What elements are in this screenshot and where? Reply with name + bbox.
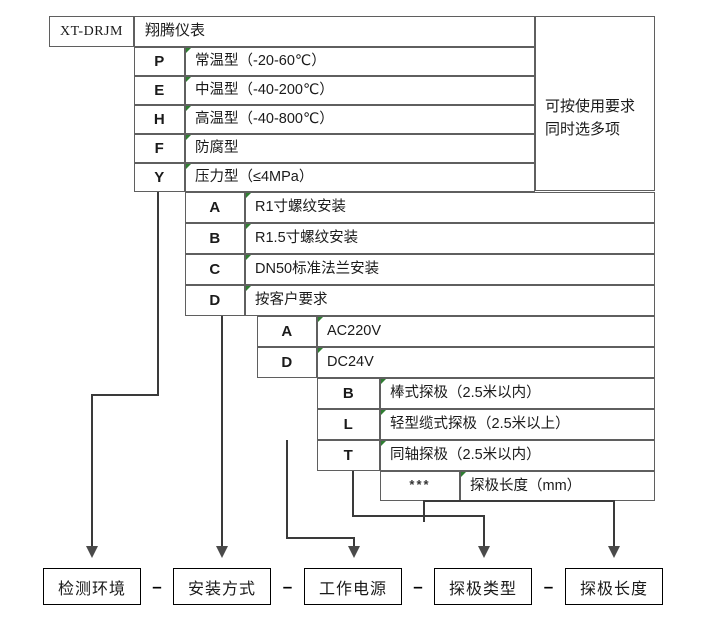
connector-1-segment-down-b [91, 394, 93, 546]
legend-separator-2: – [282, 576, 293, 596]
env-code-h: H [134, 105, 185, 134]
mount-desc-c: DN50标准法兰安装 [245, 254, 655, 285]
probe-desc-b: 棒式探极（2.5米以内） [380, 378, 655, 409]
brand-name-cell: 翔腾仪表 [134, 16, 535, 47]
power-desc-d: DC24V [317, 347, 655, 378]
legend-box-working-power[interactable]: 工作电源 [304, 568, 402, 605]
mount-desc-b: R1.5寸螺纹安装 [245, 223, 655, 254]
connector-5-segment-down-b [613, 500, 615, 546]
env-desc-p: 常温型（-20-60℃） [185, 47, 535, 76]
multi-select-note-cell: 可按使用要求 同时选多项 [535, 16, 655, 191]
legend-box-detection-environment[interactable]: 检测环境 [43, 568, 141, 605]
power-desc-a: AC220V [317, 316, 655, 347]
probe-desc-t: 同轴探极（2.5米以内） [380, 440, 655, 471]
env-desc-h: 高温型（-40-800℃） [185, 105, 535, 134]
env-code-f: F [134, 134, 185, 163]
env-desc-f: 防腐型 [185, 134, 535, 163]
model-code-cell: XT-DRJM [49, 16, 134, 47]
probe-code-t: T [317, 440, 380, 471]
probe-length-desc: 探极长度（mm） [460, 471, 655, 501]
connector-4-arrowhead [478, 546, 490, 558]
env-code-y: Y [134, 163, 185, 192]
connector-2-segment-down [221, 316, 223, 546]
mount-desc-a: R1寸螺纹安装 [245, 192, 655, 223]
probe-code-b: B [317, 378, 380, 409]
connector-3-segment-down-b [353, 537, 355, 546]
probe-code-l: L [317, 409, 380, 440]
power-code-a: A [257, 316, 317, 347]
connector-5-arrowhead [608, 546, 620, 558]
mount-code-d: D [185, 285, 245, 316]
connector-5-segment-across [423, 500, 615, 502]
note-line-2: 同时选多项 [545, 121, 621, 139]
legend-box-probe-type[interactable]: 探极类型 [434, 568, 532, 605]
connector-3-segment-down-a [286, 440, 288, 538]
legend-separator-3: – [413, 576, 423, 596]
env-code-p: P [134, 47, 185, 76]
probe-length-code: *** [380, 471, 460, 501]
connector-4-segment-down-a [352, 471, 354, 516]
connector-3-segment-across [286, 537, 355, 539]
mount-code-c: C [185, 254, 245, 285]
connector-2-arrowhead [216, 546, 228, 558]
env-code-e: E [134, 76, 185, 105]
connector-1-segment-across [92, 394, 159, 396]
connector-5-segment-down-a [423, 501, 425, 522]
legend-box-probe-length[interactable]: 探极长度 [565, 568, 663, 605]
connector-1-arrowhead [86, 546, 98, 558]
note-line-1: 可按使用要求 [545, 98, 636, 115]
connector-4-segment-across [352, 515, 485, 517]
mount-code-a: A [185, 192, 245, 223]
mount-code-b: B [185, 223, 245, 254]
legend-box-mounting-method[interactable]: 安装方式 [173, 568, 271, 605]
legend-separator-1: – [152, 576, 162, 596]
env-desc-y: 压力型（≤4MPa） [185, 163, 535, 192]
connector-3-arrowhead [348, 546, 360, 558]
legend-separator-4: – [543, 576, 554, 596]
env-desc-e: 中温型（-40-200℃） [185, 76, 535, 105]
probe-desc-l: 轻型缆式探极（2.5米以上） [380, 409, 655, 440]
mount-desc-d: 按客户要求 [245, 285, 655, 316]
connector-4-segment-down-b [483, 515, 485, 546]
connector-1-segment-down-a [157, 192, 159, 396]
power-code-d: D [257, 347, 317, 378]
